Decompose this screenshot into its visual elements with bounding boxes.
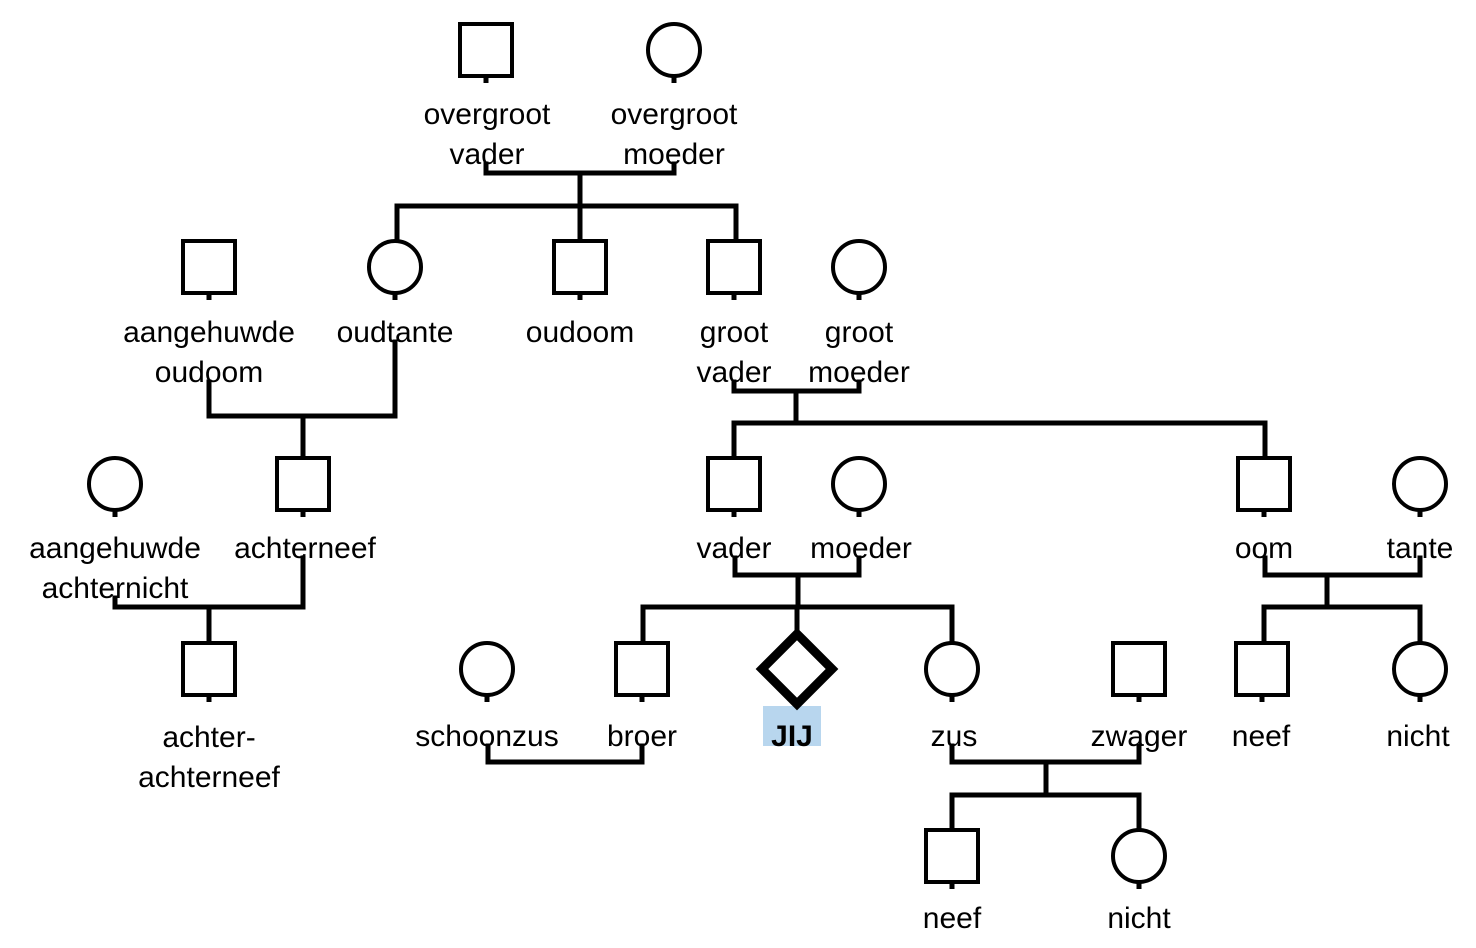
- person-label-aangehuwde-oudoom-line-1: aangehuwde: [123, 316, 295, 349]
- male-square-icon-overgrootvader: [458, 22, 514, 78]
- person-label-achter-achterneef-line-2: achterneef: [138, 761, 280, 794]
- male-square-icon-broer: [614, 641, 670, 697]
- couple-line-schoonzus-broer: [485, 743, 645, 765]
- person-label-oudtante: oudtante: [337, 316, 454, 349]
- male-square-icon-neef-oom: [1234, 641, 1290, 697]
- female-circle-icon-overgrootmoeder: [646, 22, 702, 78]
- person-label-overgrootvader-line-2: vader: [449, 138, 524, 171]
- person-label-vader: vader: [696, 532, 771, 565]
- person-label-grootvader-line-1: groot: [700, 316, 769, 349]
- people-nodes: overgroot vader overgroot moeder aangehuwde o…: [29, 22, 1454, 935]
- female-circle-icon-schoonzus: [459, 641, 515, 697]
- male-square-icon-vader: [706, 456, 762, 512]
- person-label-broer: broer: [607, 720, 677, 753]
- sibship-line-grootvader-grootmoeder: [731, 420, 1268, 461]
- person-label-overgrootmoeder-line-2: moeder: [623, 138, 725, 171]
- female-circle-icon-oudtante: [367, 239, 423, 295]
- person-label-moeder: moeder: [810, 532, 912, 565]
- person-label-schoonzus: schoonzus: [415, 720, 558, 753]
- female-circle-icon-aangehuwde-achternicht: [87, 456, 143, 512]
- male-square-icon-aangehuwde-oudoom: [181, 239, 237, 295]
- person-label-neef-oom: neef: [1232, 720, 1291, 753]
- person-label-aangehuwde-achternicht-line-1: aangehuwde: [29, 532, 201, 565]
- person-label-overgrootvader-line-1: overgroot: [424, 98, 551, 131]
- sibship-line-oom-tante: [1261, 604, 1423, 646]
- self-label-highlight: [763, 706, 821, 746]
- male-square-icon-neef-zus: [924, 828, 980, 884]
- person-label-zus: zus: [931, 720, 978, 753]
- person-label-oom: oom: [1235, 532, 1293, 565]
- person-label-overgrootmoeder-line-1: overgroot: [611, 98, 738, 131]
- female-circle-icon-moeder: [831, 456, 887, 512]
- male-square-icon-oom: [1236, 456, 1292, 512]
- sibship-line-zus-zwager: [949, 792, 1142, 833]
- person-label-nicht-oom: nicht: [1386, 720, 1450, 753]
- person-label-aangehuwde-achternicht-line-2: achternicht: [42, 572, 189, 605]
- person-label-grootvader-line-2: vader: [696, 356, 771, 389]
- male-square-icon-achterneef: [275, 456, 331, 512]
- person-label-tante: tante: [1387, 532, 1454, 565]
- male-square-icon-grootvader: [706, 239, 762, 295]
- person-label-zwager: zwager: [1091, 720, 1188, 753]
- female-circle-icon-zus: [924, 641, 980, 697]
- person-label-aangehuwde-oudoom-line-2: oudoom: [155, 356, 263, 389]
- female-circle-icon-tante: [1392, 456, 1448, 512]
- self-diamond-icon: [755, 627, 839, 711]
- female-circle-icon-grootmoeder: [831, 239, 887, 295]
- person-label-neef-zus: neef: [923, 902, 982, 935]
- person-label-achterneef: achterneef: [234, 532, 376, 565]
- sibship-line-overgrootvader-overgrootmoeder: [394, 203, 739, 243]
- person-label-nicht-zus: nicht: [1107, 902, 1171, 935]
- person-label-achter-achterneef-line-1: achter-: [162, 721, 255, 754]
- couple-line-oom-tante: [1262, 555, 1423, 578]
- person-label-jij: JIJ: [771, 720, 813, 753]
- person-label-grootmoeder-line-2: moeder: [808, 356, 910, 389]
- male-square-icon-oudoom: [552, 239, 608, 295]
- person-label-grootmoeder-line-1: groot: [825, 316, 894, 349]
- person-label-oudoom: oudoom: [526, 316, 634, 349]
- relationship-lines: [112, 161, 1423, 833]
- male-square-icon-zwager: [1111, 641, 1167, 697]
- female-circle-icon-nicht-oom: [1392, 641, 1448, 697]
- male-square-icon-achter-achterneef: [181, 641, 237, 697]
- female-circle-icon-nicht-zus: [1111, 828, 1167, 884]
